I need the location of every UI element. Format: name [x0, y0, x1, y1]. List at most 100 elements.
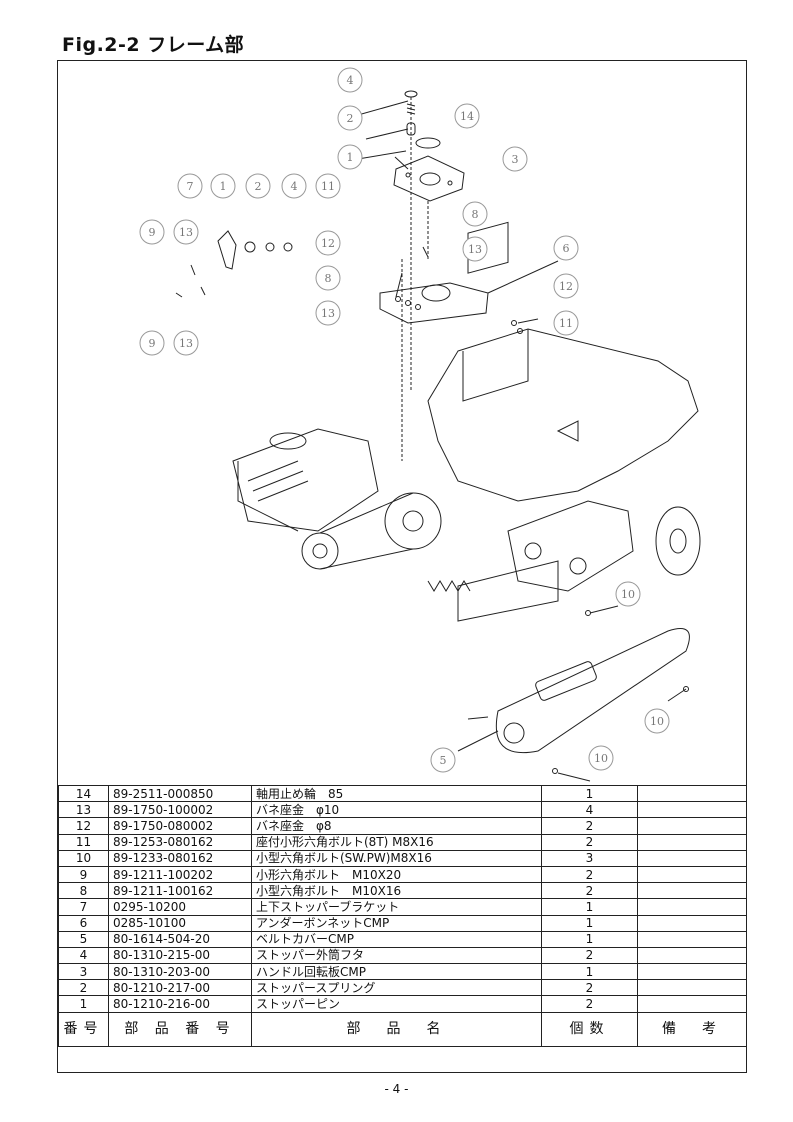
svg-text:13: 13 [468, 243, 482, 256]
part-name: 小形六角ボルト M10X20 [251, 865, 542, 884]
callout-9: 9 [139, 219, 165, 245]
svg-text:1: 1 [220, 180, 227, 193]
part-remarks [637, 865, 747, 884]
part-index: 3 [58, 963, 109, 981]
callout-2: 2 [337, 105, 363, 131]
svg-text:11: 11 [559, 317, 573, 330]
svg-text:5: 5 [440, 754, 447, 767]
part-index: 8 [58, 882, 109, 900]
svg-text:8: 8 [325, 272, 332, 285]
part-remarks [637, 801, 747, 819]
callout-1b: 1 [210, 173, 236, 199]
callout-8b: 8 [315, 265, 341, 291]
callout-7: 7 [177, 173, 203, 199]
part-number: 89-1253-080162 [108, 833, 252, 851]
part-quantity: 1 [541, 930, 638, 948]
part-quantity: 2 [541, 882, 638, 900]
callout-12: 12 [315, 230, 341, 256]
figure-title: Fig.2-2 フレーム部 [62, 34, 245, 56]
part-number: 89-2511-000850 [108, 784, 252, 803]
callout-labels: 4 2 1 14 3 7 1 2 4 11 9 13 12 8 8 13 6 1… [139, 67, 670, 773]
svg-text:6: 6 [563, 242, 570, 255]
svg-text:3: 3 [512, 153, 519, 166]
part-index: 2 [58, 979, 109, 997]
callout-13c: 13 [315, 300, 341, 326]
part-quantity: 2 [541, 995, 638, 1013]
svg-text:13: 13 [179, 337, 193, 350]
callout-10b: 10 [644, 708, 670, 734]
part-number: 89-1211-100202 [108, 865, 252, 884]
callout-9b: 9 [139, 330, 165, 356]
callout-11b: 11 [553, 310, 579, 336]
part-number: 89-1750-080002 [108, 817, 252, 835]
svg-text:2: 2 [347, 112, 354, 125]
part-index: 9 [58, 865, 109, 884]
part-quantity: 2 [541, 946, 638, 965]
part-remarks [637, 979, 747, 997]
callout-14: 14 [454, 103, 480, 129]
page-number: - 4 - [384, 1082, 409, 1096]
part-name: バネ座金 φ10 [251, 801, 542, 819]
part-remarks [637, 930, 747, 948]
callout-10c: 10 [588, 745, 614, 771]
part-index: 4 [58, 946, 109, 965]
part-name: 座付小形六角ボルト(8T) M8X16 [251, 833, 542, 851]
callout-12b: 12 [553, 273, 579, 299]
svg-text:9: 9 [149, 226, 156, 239]
part-number: 80-1210-216-00 [108, 995, 252, 1013]
part-remarks [637, 898, 747, 916]
part-name: 上下ストッパーブラケット [251, 898, 542, 916]
part-remarks [637, 833, 747, 851]
part-remarks [637, 946, 747, 965]
part-quantity: 2 [541, 833, 638, 851]
callout-1: 1 [337, 144, 363, 170]
header-number: 番号 [58, 1011, 109, 1047]
part-quantity: 3 [541, 849, 638, 867]
part-index: 11 [58, 833, 109, 851]
part-quantity: 2 [541, 865, 638, 884]
svg-text:4: 4 [347, 74, 354, 87]
part-quantity: 1 [541, 898, 638, 916]
svg-text:1: 1 [347, 151, 354, 164]
part-index: 10 [58, 849, 109, 867]
svg-text:4: 4 [291, 180, 298, 193]
svg-text:10: 10 [621, 588, 635, 601]
part-index: 13 [58, 801, 109, 819]
part-index: 7 [58, 898, 109, 916]
header-quantity: 個数 [541, 1011, 638, 1047]
part-quantity: 4 [541, 801, 638, 819]
callout-13: 13 [173, 219, 199, 245]
svg-text:13: 13 [321, 307, 335, 320]
part-number: 0295-10200 [108, 898, 252, 916]
part-remarks [637, 914, 747, 932]
callout-6: 6 [553, 235, 579, 261]
part-number: 89-1211-100162 [108, 882, 252, 900]
svg-text:8: 8 [472, 208, 479, 221]
svg-text:10: 10 [594, 752, 608, 765]
part-quantity: 1 [541, 914, 638, 932]
part-name: 軸用止め輪 85 [251, 784, 542, 803]
part-name: 小型六角ボルト(SW.PW)M8X16 [251, 849, 542, 867]
header-part-name: 部 品 名 [251, 1011, 542, 1047]
part-quantity: 1 [541, 963, 638, 981]
svg-text:13: 13 [179, 226, 193, 239]
part-remarks [637, 882, 747, 900]
svg-text:7: 7 [187, 180, 194, 193]
exploded-view-drawing: 4 2 1 14 3 7 1 2 4 11 9 13 12 8 8 13 6 1… [139, 67, 701, 782]
part-remarks [637, 849, 747, 867]
svg-text:14: 14 [460, 110, 474, 123]
exploded-parts-diagram: 4 2 1 14 3 7 1 2 4 11 9 13 12 8 8 13 6 1… [58, 61, 746, 785]
callout-13d: 13 [173, 330, 199, 356]
callout-5: 5 [430, 747, 456, 773]
svg-text:12: 12 [321, 237, 335, 250]
